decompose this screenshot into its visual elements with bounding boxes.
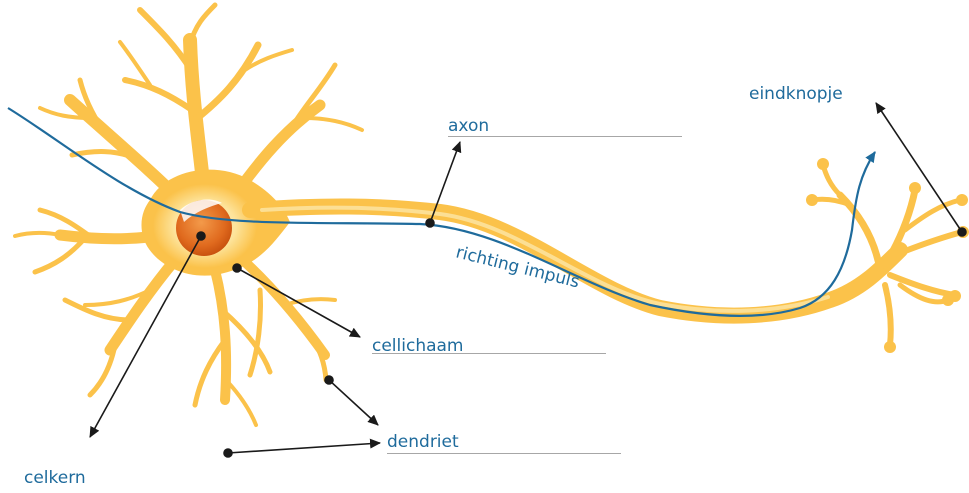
terminal-label: eindknopje (749, 86, 843, 103)
terminal-pointer (876, 103, 962, 232)
axon-answer-line (448, 136, 682, 137)
cell-body-answer-line (372, 353, 606, 354)
nucleus-pointer (90, 236, 201, 437)
dendrite-answer-line (387, 453, 621, 454)
axon-label: axon (448, 118, 489, 135)
axon-terminals (812, 165, 962, 345)
dendrite-pointer-lower (228, 443, 380, 453)
dendrite-pointer-upper (329, 380, 378, 425)
dendrite-label: dendriet (387, 434, 459, 451)
nucleus-label: celkern (24, 470, 86, 487)
